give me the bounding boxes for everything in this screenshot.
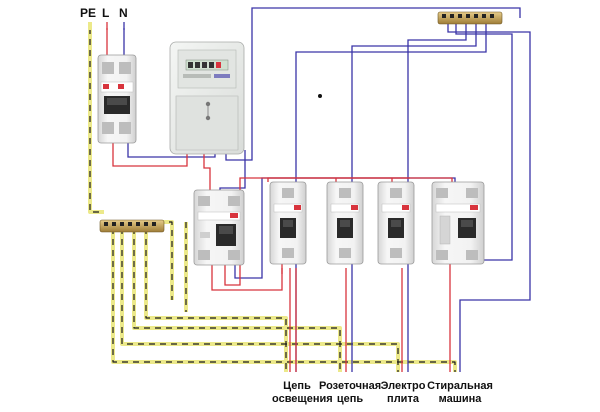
breaker-icon bbox=[269, 181, 415, 265]
breaker-sockets bbox=[326, 181, 364, 265]
main-breaker-icon bbox=[97, 54, 137, 144]
caption-sockets-line1: Розеточная bbox=[319, 380, 382, 392]
busbar-icon bbox=[99, 11, 503, 233]
caption-washer: Стиральная машина bbox=[426, 380, 494, 406]
caption-washer-line2: машина bbox=[438, 393, 482, 405]
caption-lighting-line1: Цепь bbox=[283, 380, 311, 392]
label-l: L bbox=[102, 6, 110, 20]
phase-wires bbox=[106, 28, 453, 372]
caption-stove-line2: плита bbox=[387, 393, 419, 405]
label-n: N bbox=[119, 6, 128, 20]
caption-washer-line1: Стиральная bbox=[427, 380, 493, 392]
neutral-busbar bbox=[437, 11, 503, 25]
ground-busbar bbox=[99, 219, 165, 233]
caption-stove-line1: Электро bbox=[380, 380, 426, 392]
breaker-stove bbox=[377, 181, 415, 265]
caption-stove: Электро плита bbox=[380, 380, 426, 406]
label-pe: PE bbox=[80, 6, 97, 20]
caption-lighting-line2: освещения bbox=[272, 393, 333, 405]
caption-sockets: Розеточная цепь bbox=[319, 380, 381, 406]
electric-meter-icon bbox=[169, 41, 245, 155]
breaker-lighting bbox=[269, 181, 307, 265]
input-lines bbox=[88, 22, 125, 30]
dot-mark bbox=[318, 94, 322, 98]
rcbo-icon bbox=[431, 181, 485, 265]
rcd-icon bbox=[193, 189, 245, 266]
caption-sockets-line2: цепь bbox=[336, 393, 364, 405]
caption-lighting: Цепь освещения bbox=[272, 380, 333, 406]
